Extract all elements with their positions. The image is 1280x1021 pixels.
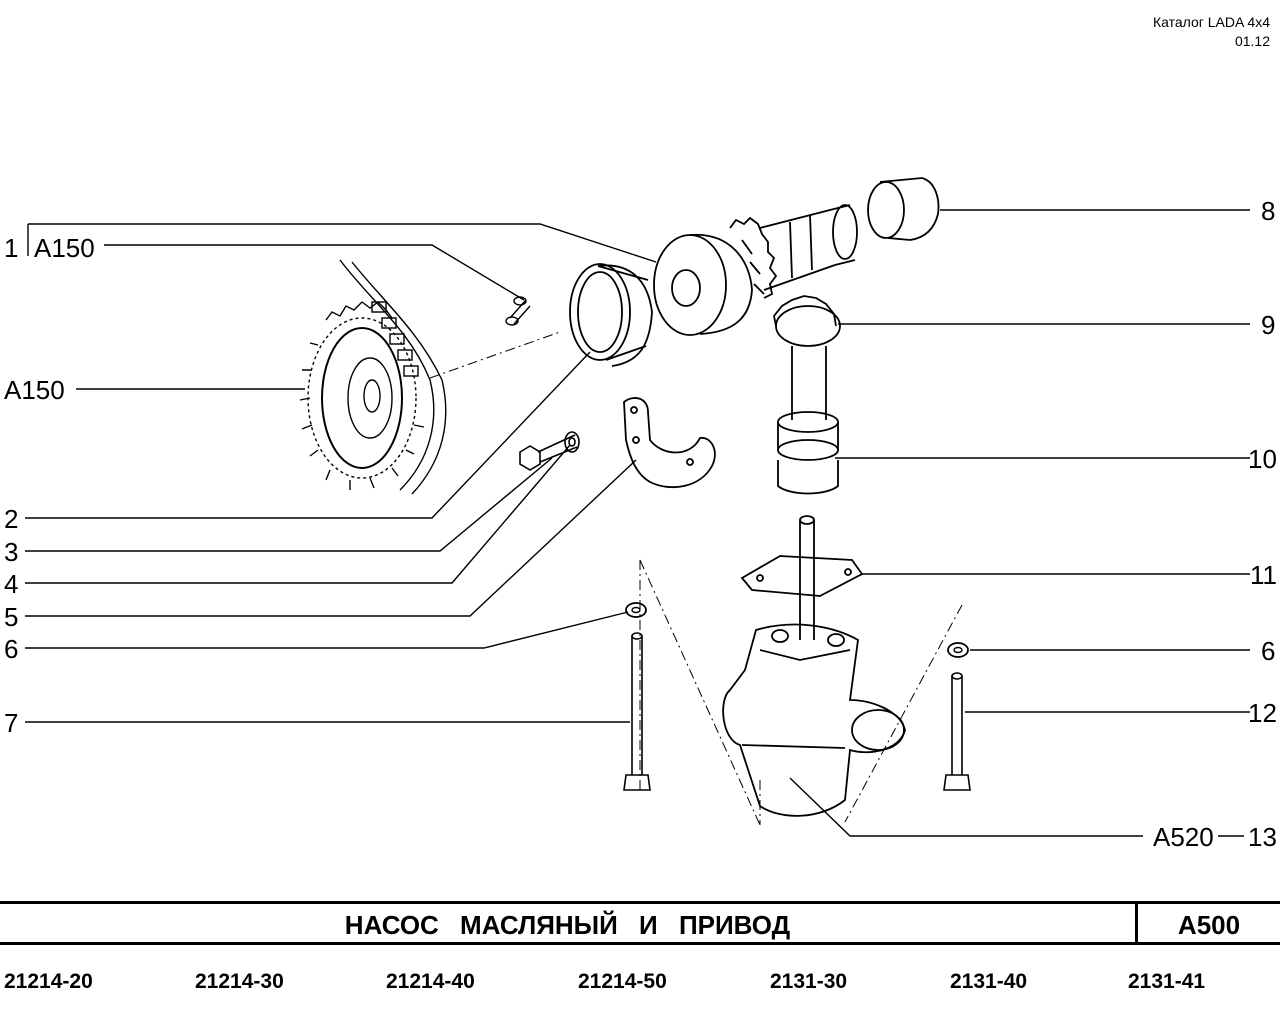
callout-9: 9: [1261, 310, 1276, 340]
dowel-pin: [505, 296, 531, 326]
title-divider: [1135, 904, 1138, 942]
callout-12: 12: [1248, 698, 1277, 728]
page-title: НАСОС МАСЛЯНЫЙ И ПРИВОД: [344, 910, 791, 940]
section-code: А500: [1177, 910, 1241, 940]
long-bolt-12: [943, 672, 971, 791]
bushing-large: [569, 263, 653, 367]
callout-7: 7: [4, 708, 19, 738]
callout-3: 3: [4, 537, 19, 567]
model-6: 2131-40: [950, 970, 1028, 993]
centre-lines: [429, 331, 963, 826]
title-bar: НАСОС МАСЛЯНЫЙ И ПРИВОД А500: [0, 901, 1280, 945]
catalog-name: Каталог LADA 4x4: [1152, 14, 1270, 30]
washer-left-hole: [631, 606, 641, 614]
model-3: 21214-40: [386, 970, 475, 993]
gasket-11: [740, 515, 864, 640]
callout-5: 5: [4, 602, 19, 632]
callout-2: 2: [4, 504, 19, 534]
chain-sprocket: [299, 259, 447, 495]
callout-6-right: 6: [1261, 636, 1276, 666]
callout-1-ref: А150: [34, 233, 95, 263]
model-4: 21214-50: [578, 970, 667, 993]
gear-shaft-9-10: [773, 295, 841, 495]
callout-6-left: 6: [4, 634, 19, 664]
model-2: 21214-30: [195, 970, 284, 993]
callout-13: 13: [1248, 822, 1277, 852]
callout-10: 10: [1248, 444, 1277, 474]
washer-right-hole: [953, 646, 963, 654]
ref-a150: А150: [4, 375, 65, 405]
model-1: 21214-20: [4, 970, 93, 993]
catalog-date: 01.12: [1234, 33, 1270, 49]
bolt-washer: [519, 431, 580, 471]
exploded-parts-drawing: [25, 177, 1250, 837]
long-bolt-7: [623, 632, 651, 791]
callout-11: 11: [1250, 560, 1277, 590]
model-5: 2131-30: [770, 970, 848, 993]
leader-lines: [25, 209, 1250, 837]
callout-8: 8: [1261, 196, 1276, 226]
pump-body: [722, 623, 906, 817]
callout-4: 4: [4, 569, 19, 599]
washer-right: [947, 642, 969, 658]
model-7: 2131-41: [1128, 970, 1206, 993]
callout-1: 1: [4, 233, 19, 263]
bracket-5: [623, 397, 716, 489]
ref-a520: А520: [1153, 822, 1214, 852]
washer-left: [625, 602, 647, 618]
drive-shaft-gear: [653, 204, 858, 336]
sleeve-8: [867, 177, 940, 241]
